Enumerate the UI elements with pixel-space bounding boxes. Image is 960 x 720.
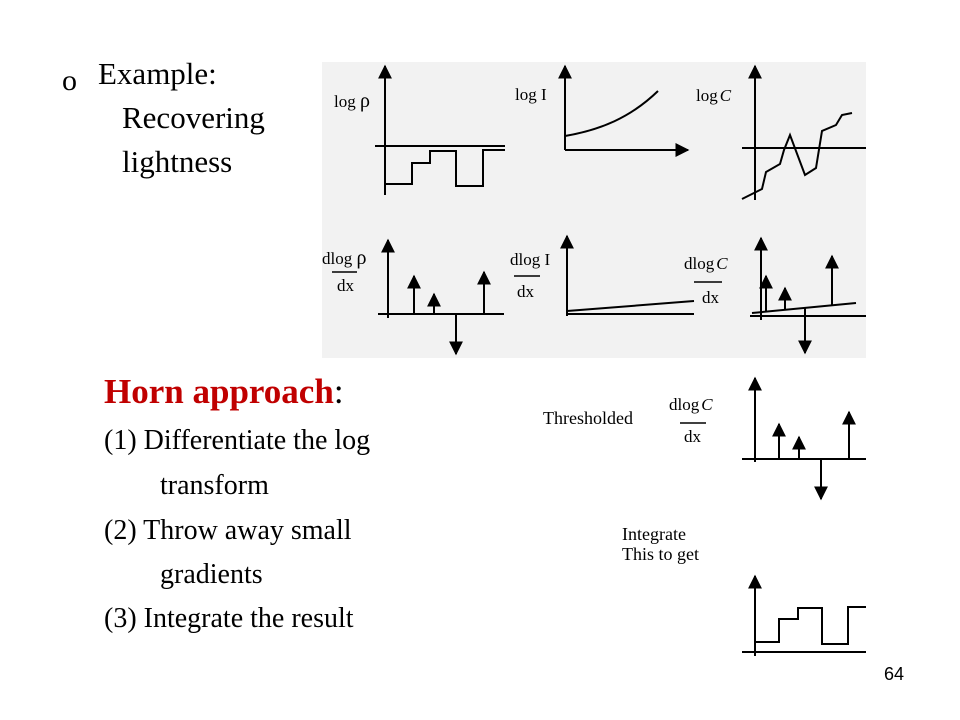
curve-log-I bbox=[564, 90, 659, 137]
horn-step-2-cont: gradients bbox=[160, 559, 263, 590]
label-thresholded: Thresholded bbox=[543, 408, 633, 428]
horn-title-text: Horn approach bbox=[104, 372, 334, 411]
curve-log-rho bbox=[385, 149, 505, 187]
example-line-lightness: lightness bbox=[122, 144, 233, 179]
horn-approach-title: Horn approach: bbox=[104, 372, 344, 412]
page-number: 64 bbox=[884, 664, 905, 684]
graph-log-rho bbox=[375, 64, 505, 195]
label-integrate-1: Integrate bbox=[622, 524, 686, 544]
label-dlog-rho-num: dlog ρ bbox=[322, 247, 366, 269]
label-log-rho: log ρ bbox=[334, 90, 370, 112]
graph-log-I bbox=[558, 64, 690, 157]
horn-title-colon: : bbox=[333, 372, 344, 411]
graph-thresholded bbox=[742, 376, 866, 501]
graph-integrated bbox=[742, 574, 866, 656]
horn-step-2: (2) Throw away small bbox=[104, 515, 352, 546]
example-line-recovering: Recovering bbox=[122, 100, 265, 135]
label-dlog-I-den: dx bbox=[517, 282, 535, 301]
graph-dlog-I bbox=[560, 234, 695, 316]
graph-dlog-rho bbox=[378, 238, 504, 356]
label-integrate-2: This to get bbox=[622, 544, 699, 564]
horn-step-3: (3) Integrate the result bbox=[104, 603, 354, 634]
label-dlog-C-den: dx bbox=[702, 288, 720, 307]
graph-dlog-C bbox=[750, 236, 866, 355]
horn-step-1: (1) Differentiate the log bbox=[104, 425, 371, 456]
label-log-I: log I bbox=[515, 85, 547, 104]
example-heading: Example: bbox=[98, 56, 217, 91]
curve-integrated bbox=[755, 606, 866, 645]
label-thresholded-den: dx bbox=[684, 427, 702, 446]
label-dlog-rho-den: dx bbox=[337, 276, 355, 295]
label-dlog-I-num: dlog I bbox=[510, 250, 550, 269]
curve-log-C bbox=[741, 112, 853, 200]
graph-log-C bbox=[741, 64, 866, 200]
bullet-marker: o bbox=[62, 64, 77, 97]
horn-step-1-cont: transform bbox=[160, 470, 269, 501]
